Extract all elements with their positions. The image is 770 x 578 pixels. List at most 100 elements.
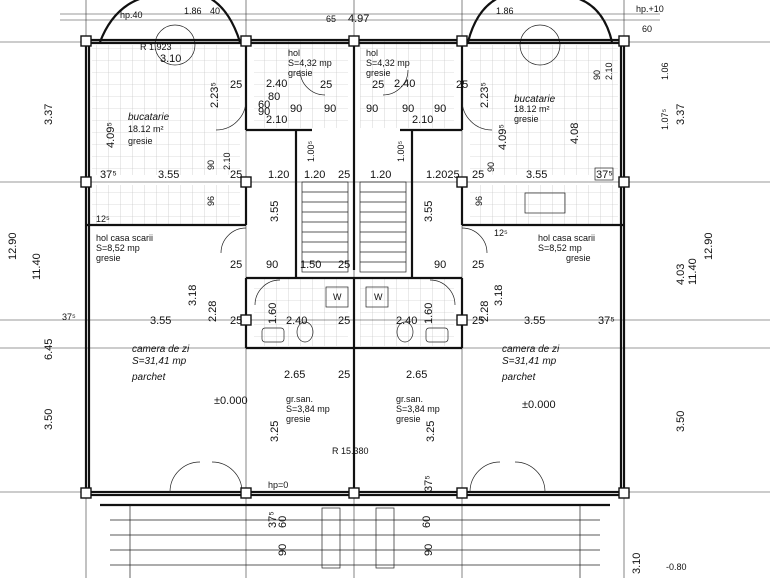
dim-160-right: 1.60: [423, 303, 435, 324]
dim-325-left: 3.25: [269, 421, 281, 442]
dim-355-v-left: 3.55: [269, 201, 281, 222]
dim-90-v-left: 90: [206, 160, 216, 170]
kitchen-left-floor: gresie: [128, 136, 153, 146]
dim-25-a: 25: [230, 79, 242, 91]
dim-90-b: 90: [290, 103, 302, 115]
dim-120-mid: 1.20: [304, 169, 325, 181]
living-left-area: S=31,41 mp: [132, 356, 187, 367]
dim-160-left: 1.60: [267, 303, 279, 324]
dim-25-b: 25: [320, 79, 332, 91]
dim-25-l: 25: [338, 315, 350, 327]
dim-223-right: 2.23⁵: [479, 82, 491, 108]
dim-25-h: 25: [230, 259, 242, 271]
wc-right-area: S=3,84 mp: [396, 404, 440, 414]
dim-90-a: 90: [258, 106, 270, 118]
top-left-small: 1.86: [184, 6, 202, 16]
dim-25-c: 25: [372, 79, 384, 91]
stove-right: [594, 167, 614, 181]
dim-96-right: 96: [474, 196, 484, 206]
dim-80-a: 80: [268, 91, 280, 103]
wc-right-name: gr.san.: [396, 394, 423, 404]
hol-right-name: hol: [366, 48, 378, 58]
kitchen-left-lower-tiles: [92, 185, 240, 225]
right-dim-106: 1.06: [660, 62, 670, 80]
dim-375-bottom-right: 37⁵: [423, 475, 435, 492]
dim-60-bottom-right: 60: [421, 516, 433, 528]
dim-1202: 1.2025: [426, 169, 460, 181]
dim-90-f: 90: [434, 103, 446, 115]
overall-width-dim: 4.97: [348, 13, 369, 25]
dim-90-c: 90: [324, 103, 336, 115]
hol-left-floor: gresie: [288, 68, 313, 78]
dim-96-left: 96: [206, 196, 216, 206]
dim-325-right: 3.25: [425, 421, 437, 442]
dim-240-right: 2.40: [394, 78, 415, 90]
dim-228-left: 2.28: [207, 301, 219, 322]
living-left-floor: parchet: [131, 372, 167, 383]
table-left: [154, 24, 196, 66]
dim-90-g: 90: [266, 259, 278, 271]
left-dim-375: 37⁵: [62, 312, 76, 322]
right-dim-403: 4.03: [675, 264, 687, 285]
dim-25-e: 25: [230, 169, 242, 181]
dim-210-v-left: 2.10: [222, 152, 232, 170]
right-dim-337: 3.37: [675, 104, 687, 125]
dim-90-v-right: 90: [486, 162, 496, 172]
wc-left-tiles: [254, 278, 348, 346]
bay-arc-right-outer: [466, 0, 497, 43]
dim-25-g: 25: [472, 169, 484, 181]
sink-right: [524, 192, 566, 214]
dim-25-m: 25: [472, 315, 484, 327]
stairhall-left-floor: gresie: [96, 253, 121, 263]
dim-90-d: 90: [366, 103, 378, 115]
right-dim-350: 3.50: [675, 411, 687, 432]
dim-60-a: 60: [258, 99, 270, 111]
living-right-floor: parchet: [501, 372, 537, 383]
r-label: R 1.923: [140, 42, 172, 52]
r-bottom-label: R 15.380: [332, 446, 369, 456]
level-right: ±0.000: [522, 399, 556, 411]
left-dim-337: 3.37: [43, 104, 55, 125]
dim-355-mid-left: 3.55: [150, 315, 171, 327]
dim-223-left: 2.23⁵: [209, 82, 221, 108]
dim-25-n: 25: [338, 369, 350, 381]
dim-228-right: 2.28: [479, 301, 491, 322]
doors: [169, 69, 546, 493]
kitchen-left-area: 18.12 m²: [128, 124, 164, 134]
dim-310-top: 3.10: [160, 53, 181, 65]
staircase-left: [301, 181, 349, 273]
dim-310-bottom: 3.10: [631, 553, 643, 574]
dim-125-left: 12⁵: [96, 214, 110, 224]
dim-375-mid-right: 37⁵: [598, 315, 615, 327]
dim-100-left: 1.00⁵: [306, 140, 316, 162]
dim-25-i: 25: [338, 259, 350, 271]
dim-375-right: 37⁵: [596, 169, 613, 181]
dim-318-right: 3.18: [493, 285, 505, 306]
dim-90-bottom-left: 90: [277, 544, 289, 556]
bay-arc-right-inner: [578, 0, 614, 43]
hol-right-area: S=4,32 mp: [366, 58, 410, 68]
columns: [80, 35, 630, 499]
dim-240-left: 2.40: [266, 78, 287, 90]
left-dim-1290: 12.90: [7, 232, 19, 260]
top-right-tag: hp.+10: [636, 4, 664, 14]
kitchen-right-name: bucatarie: [514, 94, 556, 105]
table-right: [519, 24, 561, 66]
top-left-tag: hp.40: [120, 10, 143, 20]
left-dim-645: 6.45: [43, 339, 55, 360]
kitchen-left-name: bucatarie: [128, 112, 170, 123]
kitchen-left-tiles: [92, 45, 240, 175]
right-dim-1140: 11.40: [687, 258, 699, 285]
kitchen-right-floor: gresie: [514, 114, 539, 124]
top-left-n: 40: [210, 6, 220, 16]
dim-210-right: 2.10: [412, 114, 433, 126]
living-right-name: camera de zi: [502, 344, 560, 355]
sanitary-fixtures: [261, 286, 449, 343]
wc-left-floor: gresie: [286, 414, 311, 424]
dim-375-left: 37⁵: [100, 169, 117, 181]
dim-240-mid-left: 2.40: [286, 315, 307, 327]
wc-right-floor: gresie: [396, 414, 421, 424]
outside-level: -0.80: [666, 562, 687, 572]
hol-left-area: S=4,32 mp: [288, 58, 332, 68]
dim-210-v-right: 2.10: [604, 62, 614, 80]
